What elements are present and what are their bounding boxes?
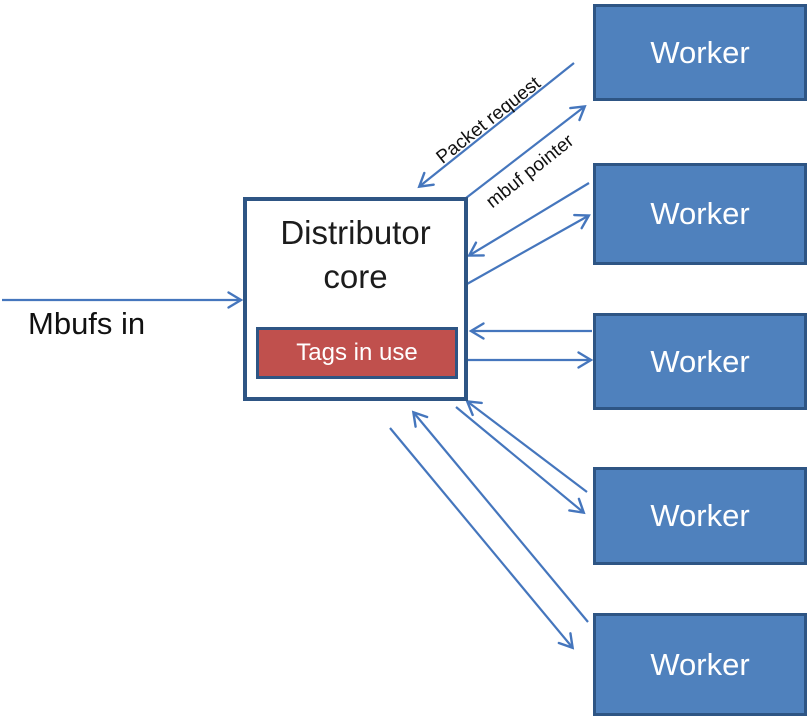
arrow-distributor-to-worker2 xyxy=(466,213,591,285)
worker-label-1: Worker xyxy=(650,34,750,70)
arrow-packet-request-worker1-to-distributor xyxy=(417,62,575,189)
worker-label-5: Worker xyxy=(650,646,750,682)
tags-in-use-box: Tags in use xyxy=(256,327,458,379)
arrow-distributor-to-worker4 xyxy=(455,406,586,515)
mbufs-in-label: Mbufs in xyxy=(28,306,146,341)
worker-box-2: Worker xyxy=(593,163,807,265)
worker-box-5: Worker xyxy=(593,613,807,716)
arrow-worker4-to-distributor xyxy=(465,399,588,493)
worker-label-3: Worker xyxy=(650,343,750,379)
arrow-worker5-to-distributor xyxy=(411,410,589,623)
worker-box-4: Worker xyxy=(593,467,807,565)
tags-in-use-label: Tags in use xyxy=(296,339,418,366)
worker-box-1: Worker xyxy=(593,4,807,101)
arrow-distributor-to-worker5 xyxy=(389,427,575,650)
worker-label-2: Worker xyxy=(650,196,750,231)
distributor-core-box: Distributor core Tags in use xyxy=(243,197,468,401)
worker-label-4: Worker xyxy=(650,498,750,533)
arrow-mbuf-pointer-distributor-to-worker1 xyxy=(465,104,587,199)
arrow-worker2-to-distributor xyxy=(467,182,590,257)
distributor-label-line2: core xyxy=(323,258,388,295)
distributor-label-line1: Distributor xyxy=(280,214,431,251)
worker-box-3: Worker xyxy=(593,313,807,410)
